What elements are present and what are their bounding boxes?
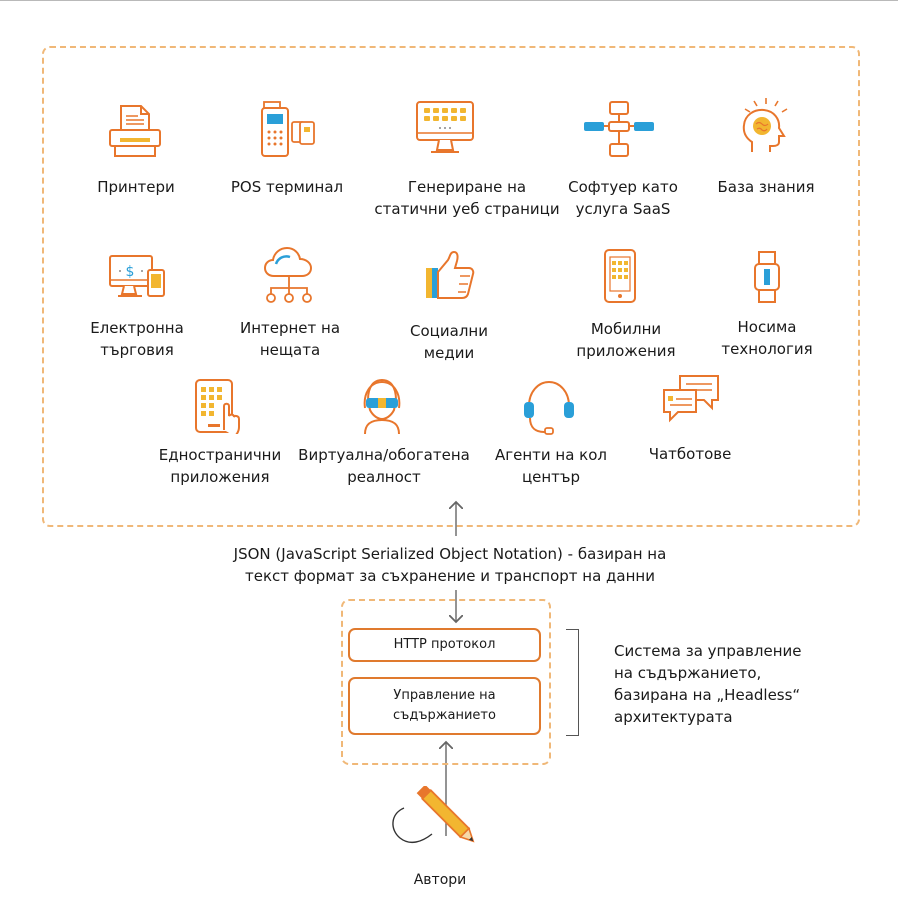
- static-web-monitor-icon: [416, 101, 474, 153]
- svg-text:$: $: [126, 264, 135, 280]
- knowledge-brain-icon: [742, 98, 788, 152]
- pos-terminal-icon: [261, 101, 315, 157]
- cms-description: Система за управление на съдържанието, б…: [614, 642, 802, 726]
- delivery-channels-box: [42, 46, 860, 527]
- chat-bubbles-icon: [663, 375, 719, 423]
- printer-icon: [109, 105, 161, 157]
- iot-cloud-icon: [263, 246, 313, 303]
- channel-label-printers: Принтери: [97, 178, 175, 196]
- pencil-icon: [392, 786, 475, 844]
- saas-flowchart-icon: [584, 101, 654, 157]
- json-caption: JSON (JavaScript Serialized Object Notat…: [233, 545, 667, 585]
- mobile-phone-icon: [604, 249, 636, 303]
- cms-bracket: [566, 629, 579, 736]
- vr-headset-person-icon: [363, 378, 401, 435]
- ecommerce-devices-icon: $: [109, 255, 165, 297]
- http-protocol-box: HTTP протокол: [348, 628, 541, 662]
- channel-label-pos: POS терминал: [230, 178, 344, 196]
- smartwatch-icon: [754, 251, 780, 303]
- content-management-box: Управление на съдържанието: [348, 677, 541, 735]
- call-center-headset-icon: [524, 380, 574, 435]
- thumbs-up-icon: [426, 250, 475, 299]
- top-divider: [0, 0, 898, 1]
- channel-label-knowledge-base: База знания: [717, 178, 815, 196]
- tablet-touch-icon: [195, 379, 240, 434]
- channel-label-chatbots: Чатботове: [648, 445, 732, 463]
- headless-cms-box: [341, 599, 551, 765]
- authors-label: Автори: [413, 872, 467, 888]
